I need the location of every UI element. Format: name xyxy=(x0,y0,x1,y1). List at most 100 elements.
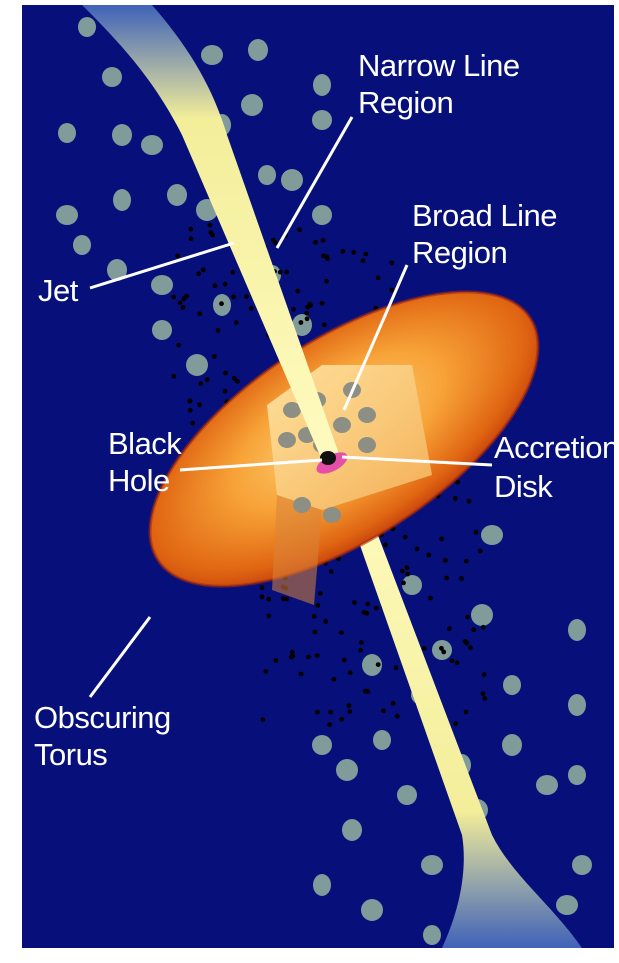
dot xyxy=(208,230,213,235)
dot xyxy=(249,306,254,311)
cloud xyxy=(373,730,391,750)
cloud xyxy=(201,45,223,65)
dot xyxy=(196,271,201,276)
dot xyxy=(305,316,310,321)
dot xyxy=(339,630,344,635)
dot xyxy=(232,376,237,381)
dot xyxy=(389,260,394,265)
dot xyxy=(405,572,410,577)
jet-label: Jet xyxy=(38,273,79,308)
dot xyxy=(187,399,192,404)
dot xyxy=(299,320,304,325)
dot xyxy=(327,722,332,727)
cloud xyxy=(313,874,331,896)
cloud xyxy=(102,67,122,87)
dot xyxy=(260,594,265,599)
dot xyxy=(453,721,458,726)
cloud xyxy=(312,205,332,225)
dot xyxy=(374,606,379,611)
dot xyxy=(383,542,388,547)
dot xyxy=(299,672,304,677)
dot xyxy=(271,238,276,243)
dot xyxy=(359,640,364,645)
dot xyxy=(339,717,344,722)
dot xyxy=(266,597,271,602)
dot xyxy=(244,294,249,299)
dot xyxy=(197,311,202,316)
dot xyxy=(318,591,323,596)
dot xyxy=(320,301,325,306)
dot xyxy=(266,614,271,619)
jet-label-line1: Jet xyxy=(38,273,79,308)
dot xyxy=(482,672,487,677)
dot xyxy=(415,547,420,552)
dot xyxy=(395,714,400,719)
cloud xyxy=(113,189,131,211)
dot xyxy=(175,254,180,259)
dot xyxy=(405,565,410,570)
cloud xyxy=(313,74,331,96)
cloud xyxy=(58,123,76,143)
dot xyxy=(428,596,433,601)
cloud xyxy=(503,675,521,695)
dot xyxy=(306,655,311,660)
dot xyxy=(347,703,352,708)
cloud xyxy=(397,785,417,805)
dot xyxy=(201,267,206,272)
dot xyxy=(381,708,386,713)
broad-line-cloud xyxy=(333,417,351,433)
dot xyxy=(444,576,449,581)
dot xyxy=(391,701,396,706)
cloud xyxy=(568,619,586,641)
accretion-disk-line1: Accretion xyxy=(494,430,614,465)
dot xyxy=(181,305,186,310)
dot xyxy=(274,658,279,663)
dot xyxy=(364,252,369,257)
dot xyxy=(323,619,328,624)
dot xyxy=(324,279,329,284)
dot xyxy=(439,537,444,542)
dot xyxy=(197,402,202,407)
dot xyxy=(352,600,357,605)
dot xyxy=(403,535,408,540)
dot xyxy=(212,354,217,359)
dot xyxy=(230,270,235,275)
dot xyxy=(478,549,483,554)
cloud xyxy=(481,525,503,545)
agn-diagram: Narrow Line Region Broad Line Region Jet… xyxy=(22,5,614,948)
dot xyxy=(325,256,330,261)
dot xyxy=(439,646,444,651)
dot xyxy=(422,646,427,651)
dot xyxy=(188,227,193,232)
dot xyxy=(453,496,458,501)
dot xyxy=(361,258,366,263)
obscuring-torus-line1: Obscuring xyxy=(34,700,171,735)
broad-line-cloud xyxy=(293,497,311,513)
black-hole-line2: Hole xyxy=(108,463,170,498)
dot xyxy=(464,559,469,564)
dot xyxy=(176,343,181,348)
dot xyxy=(389,288,394,293)
dot xyxy=(366,689,371,694)
dot xyxy=(219,301,224,306)
dot xyxy=(465,615,470,620)
dot xyxy=(365,602,370,607)
dot xyxy=(400,569,405,574)
dot xyxy=(223,389,228,394)
dot xyxy=(329,569,334,574)
dot xyxy=(322,322,327,327)
dot xyxy=(189,236,194,241)
dot xyxy=(351,250,356,255)
cloud xyxy=(572,855,592,875)
dot xyxy=(315,710,320,715)
dot xyxy=(321,253,326,258)
torus-leader xyxy=(90,617,150,697)
accretion-disk-label: Accretion Disk xyxy=(494,430,614,504)
cloud xyxy=(258,165,276,185)
dot xyxy=(471,627,476,632)
dot xyxy=(223,282,228,287)
broad-line-cloud xyxy=(323,507,341,523)
dot xyxy=(315,603,320,608)
obscuring-torus-label: Obscuring Torus xyxy=(34,700,179,772)
dot xyxy=(223,371,228,376)
